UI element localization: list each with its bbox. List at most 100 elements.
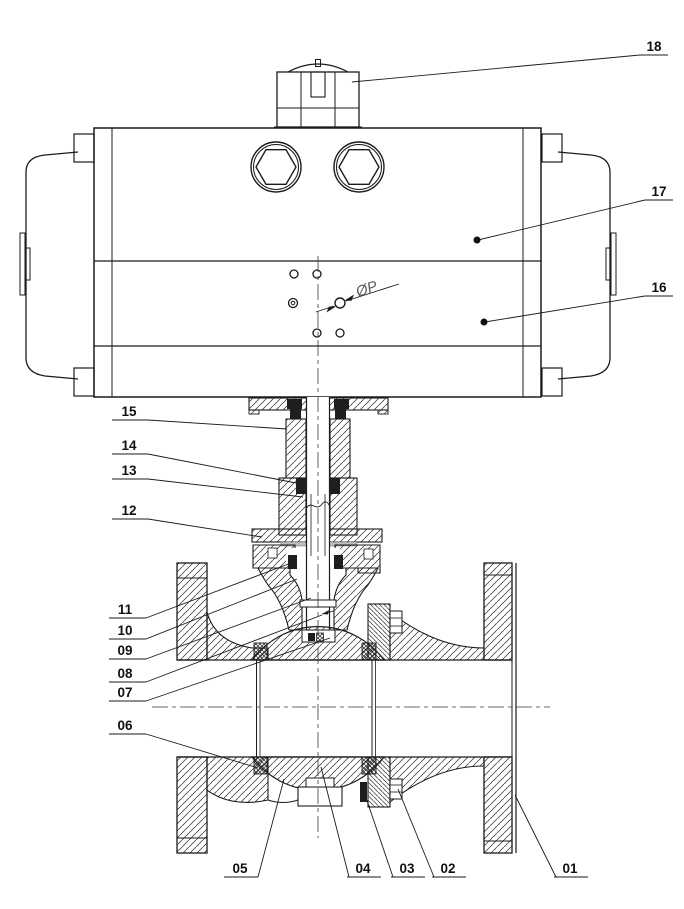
stem-pin-arrow bbox=[322, 610, 329, 615]
body-lower-right-wall bbox=[389, 756, 485, 804]
bottom-plug bbox=[297, 786, 343, 807]
endcap-boss bbox=[610, 232, 617, 296]
leader-line bbox=[145, 597, 312, 660]
callout-label: 10 bbox=[117, 623, 132, 638]
pilot-port bbox=[287, 297, 299, 309]
leader-line bbox=[257, 778, 285, 878]
bracket-column-right bbox=[329, 418, 351, 479]
stem-bushing-seal bbox=[287, 399, 302, 409]
bottom-shell-curve bbox=[267, 799, 299, 803]
leader-line bbox=[145, 733, 259, 769]
leader-line bbox=[145, 562, 292, 619]
ball-seat bbox=[361, 642, 377, 661]
callout-01: 01 bbox=[514, 794, 588, 878]
callout-label: 13 bbox=[121, 463, 137, 478]
bonnet-seal bbox=[334, 555, 343, 569]
joint-bolt-upper bbox=[389, 610, 403, 634]
endcap-tab bbox=[541, 367, 563, 397]
leader-line bbox=[351, 54, 641, 83]
bracket-column-left bbox=[285, 418, 307, 479]
bracket-foot bbox=[248, 409, 260, 415]
body-upper-right-wall bbox=[389, 610, 485, 661]
joint-bolt-lower bbox=[389, 778, 403, 800]
ball-seat bbox=[361, 756, 377, 775]
callout-label: 15 bbox=[121, 404, 137, 419]
pressure-port-dimension: ØP bbox=[315, 278, 400, 313]
callout-10: 10 bbox=[109, 578, 298, 640]
callout-label: 02 bbox=[440, 861, 455, 876]
callout-11: 11 bbox=[109, 562, 292, 619]
callout-label: 14 bbox=[121, 438, 137, 453]
top-cap-notch bbox=[315, 59, 321, 67]
endcap-boss bbox=[605, 247, 612, 281]
right-flange-body bbox=[483, 562, 517, 854]
bottom-seal bbox=[360, 782, 367, 802]
callout-label: 12 bbox=[121, 503, 136, 518]
hex-bolt-right bbox=[333, 141, 385, 193]
top-cap-slot bbox=[310, 71, 326, 98]
stem-bushing-seal bbox=[334, 399, 349, 409]
callout-12: 12 bbox=[112, 503, 263, 538]
bonnet-neck-left bbox=[257, 567, 303, 631]
stem-break-line bbox=[306, 501, 330, 509]
callout-14: 14 bbox=[112, 438, 297, 484]
pressure-dim-label: ØP bbox=[353, 278, 380, 301]
endcap-tab bbox=[541, 133, 563, 163]
leader-line bbox=[147, 518, 263, 538]
stem-packing bbox=[329, 478, 340, 494]
ball-seat bbox=[253, 642, 268, 661]
endcap-tab bbox=[73, 133, 95, 163]
callout-15: 15 bbox=[112, 404, 288, 430]
leader-dot bbox=[480, 318, 488, 326]
callout-13: 13 bbox=[112, 463, 304, 498]
callout-18: 18 bbox=[351, 39, 668, 83]
actuator-left-endcap bbox=[19, 133, 95, 397]
callout-06: 06 bbox=[109, 718, 259, 769]
stem-bushing-seal bbox=[290, 409, 301, 419]
actuator-right-endcap bbox=[541, 133, 617, 397]
callout-04: 04 bbox=[320, 766, 381, 878]
callout-03: 03 bbox=[362, 788, 425, 878]
endcap-tab bbox=[73, 367, 95, 397]
callout-label: 11 bbox=[118, 602, 133, 617]
ball-seat bbox=[253, 756, 268, 775]
actuator-body bbox=[93, 127, 542, 398]
air-ports bbox=[287, 269, 346, 338]
stem-bushing-seal bbox=[335, 409, 346, 419]
callout-label: 16 bbox=[651, 280, 667, 295]
leader-line bbox=[147, 453, 297, 484]
bonnet-bolt bbox=[363, 548, 374, 560]
bonnet-neck-right bbox=[333, 567, 379, 631]
callout-16: 16 bbox=[480, 280, 673, 326]
tang-key bbox=[308, 633, 315, 641]
callout-05: 05 bbox=[224, 778, 285, 878]
leader-line bbox=[477, 199, 646, 241]
leader-line bbox=[147, 478, 304, 498]
callout-label: 18 bbox=[646, 39, 662, 54]
leader-line bbox=[145, 614, 323, 683]
bonnet-seal bbox=[288, 555, 297, 569]
supply-port bbox=[334, 297, 346, 309]
tang-washer bbox=[316, 632, 324, 642]
bracket-foot bbox=[377, 409, 389, 415]
callout-label: 07 bbox=[117, 685, 132, 700]
endcap-boss bbox=[19, 232, 26, 296]
callout-label: 06 bbox=[117, 718, 133, 733]
centerlines bbox=[152, 256, 550, 838]
callout-17: 17 bbox=[473, 184, 673, 244]
callout-label: 03 bbox=[399, 861, 415, 876]
leader-line bbox=[320, 766, 350, 878]
bottom-plug-step bbox=[305, 777, 335, 788]
left-flange bbox=[176, 562, 208, 854]
callout-07: 07 bbox=[109, 637, 331, 702]
dim-arrow-right bbox=[344, 294, 354, 301]
leader-line bbox=[514, 794, 557, 878]
callout-label: 08 bbox=[117, 666, 133, 681]
leader-dot bbox=[473, 236, 481, 244]
leader-line bbox=[362, 788, 394, 878]
valve-body-group bbox=[176, 544, 517, 854]
leader-line bbox=[145, 637, 331, 702]
